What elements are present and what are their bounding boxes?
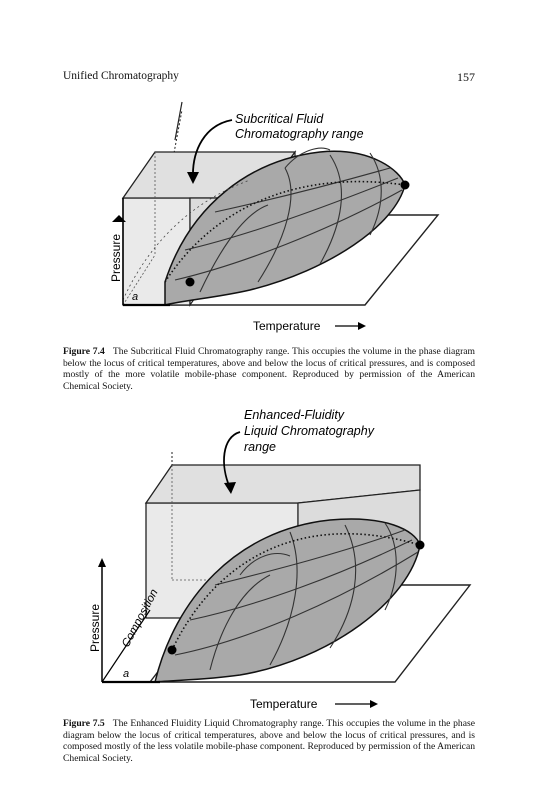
lobe-grid-band-2 [184,177,399,251]
range-pointer-arrow [192,119,233,179]
axis-pressure-label: Pressure [109,234,123,282]
range-label-line3: range [244,440,276,454]
figure-7-5-diagram: Pressure Composition a Temperature Enhan… [88,408,472,711]
range-label-line1: Enhanced-Fluidity [244,408,345,422]
page-number: 157 [457,70,475,84]
caption-label: Figure 7.4 [63,346,105,357]
caption-label: Figure 7.5 [63,718,105,729]
range-pointer-arrowhead [187,172,199,184]
axis-pressure-arrowhead [112,215,126,222]
box-hidden-edge2 [122,254,156,306]
lobe-grid-arc-3 [329,524,357,649]
axis-temperature-label: Temperature [250,697,318,711]
critical-point-left [167,645,177,655]
temperature-arrowhead [370,700,378,708]
axis-pressure-arrowhead [98,558,106,567]
lobe-top-loop [284,147,331,169]
caption-figure-7-4: Figure 7.4 The Subcritical Fluid Chromat… [63,346,475,392]
lobe-grid-arc-4 [384,522,397,611]
range-label-line1: Subcritical Fluid [235,112,324,126]
lobe-grid-arc-3 [319,154,342,265]
temperature-arrowhead [358,322,366,330]
running-head: Unified Chromatography 157 [63,70,475,86]
lobe-grid-arc-4 [369,152,382,236]
lobe-grid-band-2 [189,539,413,621]
box-top-face [144,464,421,504]
range-label-line2: Liquid Chromatography [244,424,375,438]
range-label-line2: Chromatography range [235,127,364,141]
figure-7-4-diagram: Pressure a Temperature Subcritical Fluid… [109,101,440,333]
caption-figure-7-5: Figure 7.5 The Enhanced Fluidity Liquid … [63,718,475,764]
lobe-top-loop [239,553,291,576]
lobe-grid-arc-2 [269,531,298,666]
axis-temperature-label: Temperature [253,319,321,333]
lobe-grid-band-1 [174,551,419,656]
critical-point-left [185,277,195,287]
caption-text: The Enhanced Fluidity Liquid Chromatogra… [63,718,475,764]
lobe-grid-arc-1 [209,574,271,671]
range-pointer-arrow [223,431,241,489]
point-a-label: a [123,668,129,680]
lobe-grid-band-3 [214,167,391,213]
point-a-label: a [132,291,138,303]
lobe-grid-band-3 [214,529,406,586]
critical-point-right [400,180,410,190]
critical-locus-dotted [171,532,421,651]
lobe-grid-arc-1 [199,204,269,293]
axis-pressure-label: Pressure [88,604,102,652]
vertical-guide-solid [174,101,183,141]
caption-text: The Subcritical Fluid Chromatography ran… [63,346,475,392]
axis-composition-line [101,609,151,683]
critical-point-right [415,540,425,550]
running-head-title: Unified Chromatography [63,70,179,82]
range-pointer-arrowhead [224,482,236,494]
lobe-grid-band-1 [174,189,403,281]
